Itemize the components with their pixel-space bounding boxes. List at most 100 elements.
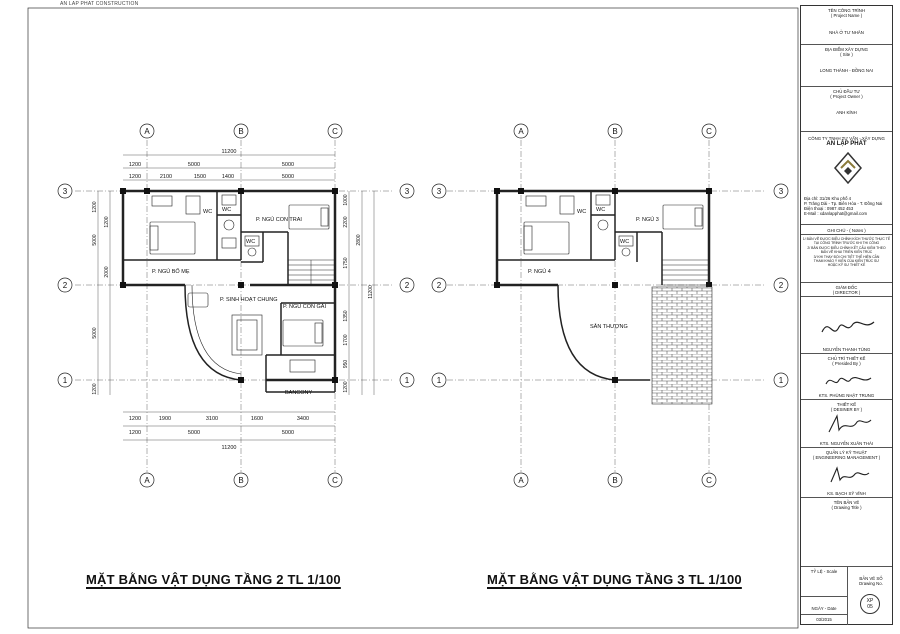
tb-project-label: TÊN CÔNG TRÌNH xyxy=(828,8,865,13)
tb-drawing-name: KS. BẠCH SỸ VĨNH xyxy=(827,491,866,496)
f2-dim-top-total: 11200 xyxy=(222,149,237,155)
company-logo-icon xyxy=(834,151,862,185)
f2-dim-top-r1-2: 5000 xyxy=(282,162,294,168)
bubble-f2-right-2: 2 xyxy=(405,281,410,290)
f2-dim-right-5: 1700 xyxy=(343,334,349,345)
tb-owner: ANH KÍNH xyxy=(836,110,857,115)
f2-dim-bot-r1-4: 3400 xyxy=(297,416,309,422)
floor3-title: MẶT BẰNG VẬT DỤNG TẦNG 3 TL 1/100 xyxy=(487,572,742,587)
bubble-f3-right-3: 3 xyxy=(779,187,784,196)
sheet-frame xyxy=(27,7,799,629)
f2-dim-bot-r1-3: 1600 xyxy=(251,416,263,422)
header-brand: AN LAP PHAT CONSTRUCTION xyxy=(60,1,139,7)
bubble-f3-bot-a: A xyxy=(518,476,524,485)
f3-roof-tiles xyxy=(651,286,713,405)
f2-dim-top-r2-3: 1400 xyxy=(222,174,234,180)
tb-email: E-Mail : xdanlapphat@gmail.com xyxy=(804,211,868,216)
tb-drawing-no-en: Drawing No. xyxy=(859,581,883,586)
tb-designer-label: THIẾT KẾ xyxy=(836,402,857,407)
f2-room-wc3: WC xyxy=(246,239,255,245)
tb-owner-label: CHỦ ĐẦU TƯ xyxy=(833,89,860,94)
tb-project-name: NHÀ Ở TƯ NHÂN xyxy=(829,30,864,35)
f2-room-daughter: P. NGỦ CON GÁI xyxy=(283,303,326,310)
bubble-f2-left-2: 2 xyxy=(63,281,68,290)
tb-presided-name: NGUYỄN THANH TÙNG xyxy=(822,347,871,352)
bubble-f2-top-b: B xyxy=(238,127,243,136)
tb-drawing-en: ( Drawing Title ) xyxy=(831,505,862,510)
tb-eng-name: KTS. NGUYỄN XUÂN THÁI xyxy=(819,441,874,446)
tb-date-label: NGÀY - Date xyxy=(811,606,837,611)
bubble-f2-top-c: C xyxy=(332,127,338,136)
bubble-f3-left-2: 2 xyxy=(437,281,442,290)
tb-director-en: ( DIRECTOR ) xyxy=(832,290,861,295)
bubble-f2-right-3: 3 xyxy=(405,187,410,196)
bubble-f2-left-1: 1 xyxy=(63,376,68,385)
f3-room-wc2: WC xyxy=(596,207,605,213)
tb-scale-label: TỶ LỆ - Scale xyxy=(810,569,838,574)
tb-presided-en: ( Presided By ) xyxy=(832,361,861,366)
tb-notes-label: GHI CHÚ - ( Notes ) xyxy=(827,228,866,233)
title-block: TÊN CÔNG TRÌNH ( Project Name ) NHÀ Ở TƯ… xyxy=(800,5,893,625)
tb-company-2: AN LẬP PHÁT xyxy=(826,141,867,147)
tb-eng-label: QUẢN LÝ KỸ THUẬT xyxy=(825,450,868,455)
f2-dim-bot-r2-0: 1200 xyxy=(129,430,141,436)
bubble-f3-right-2: 2 xyxy=(779,281,784,290)
f2-room-son: P. NGỦ CON TRAI xyxy=(256,216,302,223)
f3-room-wc3: WC xyxy=(620,239,629,245)
tb-notes: 1/ BẢN VẼ ĐƯỢC ĐIỀU CHỈNH KÍCH THƯỚC THỰ… xyxy=(802,237,891,268)
f2-room-living: P. SINH HOẠT CHUNG xyxy=(220,297,278,303)
f2-dim-left-2: 5000 xyxy=(92,234,98,245)
tb-address2: P. Trảng Dài - Tp. Biên Hòa - T. Đồng Na… xyxy=(804,201,883,206)
tb-eng-en: ( ENGINEERING MANAGEMENT ) xyxy=(812,455,881,460)
f2-dim-top-r2-1: 2100 xyxy=(160,174,172,180)
f2-dim-bot-r1-1: 1900 xyxy=(159,416,171,422)
f2-room-wc1: WC xyxy=(203,209,212,215)
f2-dim-bot-r1-0: 1200 xyxy=(129,416,141,422)
tb-owner-en: ( Project Owner ) xyxy=(830,94,863,99)
f2-dim-right-1: 2200 xyxy=(343,216,349,227)
f2-dim-left-0: 1200 xyxy=(92,201,98,212)
bubble-f3-left-3: 3 xyxy=(437,187,442,196)
f2-dim-right-4: 1350 xyxy=(343,310,349,321)
tb-director-label: GIÁM ĐỐC xyxy=(835,285,858,290)
f3-room-4: P. NGỦ 4 xyxy=(528,268,551,275)
f2-dim-right-6: 950 xyxy=(343,360,349,369)
sheet-number-badge: XP 05 xyxy=(860,594,880,614)
tb-site-label: ĐỊA ĐIỂM XÂY DỰNG xyxy=(825,47,868,52)
f2-dim-top-r2-4: 5000 xyxy=(282,174,294,180)
bubble-f3-top-a: A xyxy=(518,127,524,136)
f3-terrace: SÂN THƯỢNG xyxy=(590,323,628,330)
tb-designer-en: ( DESINER BY ) xyxy=(830,407,863,412)
bubble-f3-top-c: C xyxy=(706,127,712,136)
bubble-f2-top-a: A xyxy=(144,127,150,136)
signature-1 xyxy=(821,321,875,333)
f2-dim-top-r2-2: 1500 xyxy=(194,174,206,180)
bubble-f3-top-b: B xyxy=(612,127,617,136)
bubble-f2-right-1: 1 xyxy=(405,376,410,385)
tb-designer-name: KTS. PHÙNG NHẬT TRUNG xyxy=(818,393,875,398)
f3-room-wc1: WC xyxy=(577,209,586,215)
f2-dim-bot-r2-2: 5000 xyxy=(282,430,294,436)
tb-date: 03/2015 xyxy=(816,617,832,622)
tb-site-en: ( Site ) xyxy=(840,52,853,57)
bubble-f2-bot-a: A xyxy=(144,476,150,485)
plans-canvas: A B C A B C 3 2 1 3 2 1 11200 1200 5000 … xyxy=(27,7,799,629)
bubble-f2-bot-c: C xyxy=(332,476,338,485)
f2-dim-top-r1-1: 5000 xyxy=(188,162,200,168)
f2-dim-left-5: 1200 xyxy=(92,383,98,394)
floor3-plan xyxy=(447,140,765,472)
f3-room-3: P. NGỦ 3 xyxy=(636,216,659,223)
f2-dim-top-r1-0: 1200 xyxy=(129,162,141,168)
f2-dim-left-3: 2000 xyxy=(104,266,110,277)
f2-room-parents: P. NGỦ BỐ MẸ xyxy=(152,268,190,275)
tb-site: LONG THÀNH - ĐỒNG NAI xyxy=(819,68,874,73)
f2-room-balcony: BANCONY xyxy=(285,390,313,396)
bubble-f2-bot-b: B xyxy=(238,476,243,485)
bubble-f2-left-3: 3 xyxy=(63,187,68,196)
f2-dim-right-0: 1000 xyxy=(343,194,349,205)
floor2-title: MẶT BẰNG VẬT DỤNG TẦNG 2 TL 1/100 xyxy=(86,572,341,587)
f2-dim-bot-r1-2: 3100 xyxy=(206,416,218,422)
f2-dim-left-1: 1200 xyxy=(104,216,110,227)
f2-dim-right-7: 1200 xyxy=(343,381,349,392)
